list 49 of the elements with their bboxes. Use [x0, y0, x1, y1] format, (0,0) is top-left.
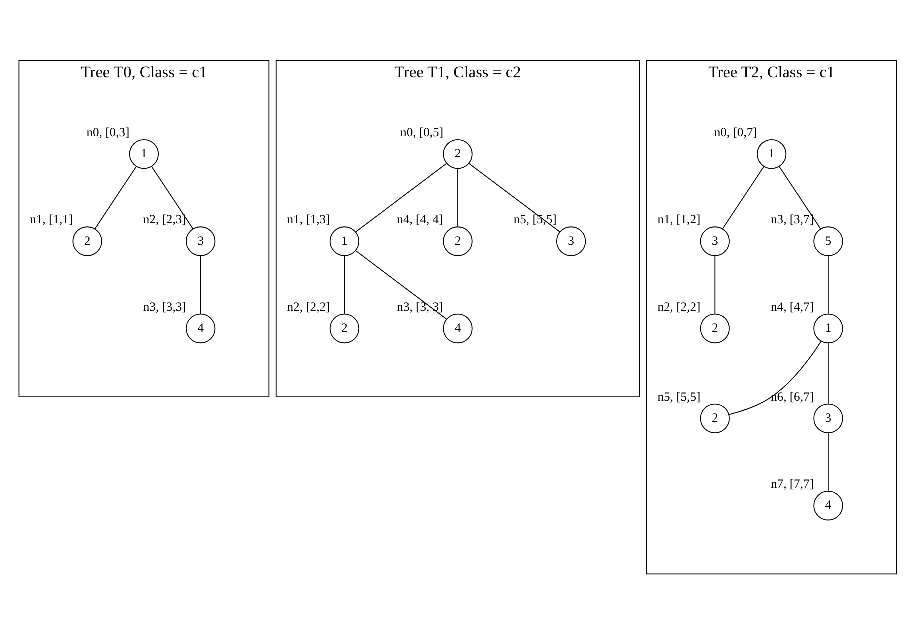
node-circle: 3 — [186, 226, 216, 256]
node-circle: 2 — [443, 139, 473, 170]
node-label: n4, [4, 4] — [397, 212, 444, 227]
node-label: n0, [0,3] — [86, 126, 130, 140]
node-label: n3, [3,3] — [143, 300, 186, 314]
connector — [355, 163, 448, 233]
node-circle: 2 — [443, 226, 473, 256]
connector — [714, 256, 716, 315]
node-label: n7, [7,7] — [771, 477, 814, 492]
node-label: n1, [1,2] — [658, 212, 701, 227]
node-label: n3, [3,7] — [771, 212, 814, 227]
node-label: n2, [2,2] — [287, 300, 330, 314]
node-circle: 1 — [129, 139, 160, 170]
node-circle: 1 — [330, 226, 360, 256]
node-label: n0, [0,5] — [400, 126, 444, 140]
connector — [779, 166, 822, 230]
node-circle: 2 — [700, 314, 730, 344]
node-circle: 2 — [330, 314, 360, 344]
connector — [468, 163, 561, 233]
node-circle: 3 — [814, 404, 844, 434]
node-circle: 5 — [814, 226, 844, 256]
connector — [151, 166, 194, 230]
node-label: n0, [0,7] — [714, 126, 758, 140]
node-circle: 2 — [700, 404, 730, 434]
node-label: n3, [3, 3] — [397, 300, 444, 314]
connector — [344, 256, 346, 315]
connector — [200, 256, 202, 315]
node-label: n2, [2,2] — [658, 300, 701, 314]
node-label: n4, [4,7] — [771, 300, 814, 314]
node-circle: 1 — [814, 314, 844, 344]
connector — [728, 341, 822, 416]
connector — [828, 432, 829, 492]
node-label: n2, [2,3] — [143, 212, 186, 227]
connector — [828, 342, 829, 405]
node-circle: 3 — [700, 226, 730, 256]
node-circle: 1 — [756, 139, 787, 170]
connector — [828, 256, 829, 315]
connector — [722, 166, 765, 230]
node-label: n6, [6,7] — [771, 390, 814, 404]
node-circle: 4 — [186, 314, 216, 344]
connector — [356, 250, 448, 320]
node-circle: 4 — [814, 491, 844, 521]
node-label: n5, [5,5] — [658, 390, 701, 404]
connector — [94, 166, 137, 230]
node-label: n1, [1,3] — [287, 212, 330, 227]
node-label: n1, [1,1] — [30, 212, 74, 227]
node-circle: 3 — [556, 226, 586, 256]
node-circle: 4 — [443, 314, 473, 344]
node-circle: 2 — [72, 226, 102, 256]
